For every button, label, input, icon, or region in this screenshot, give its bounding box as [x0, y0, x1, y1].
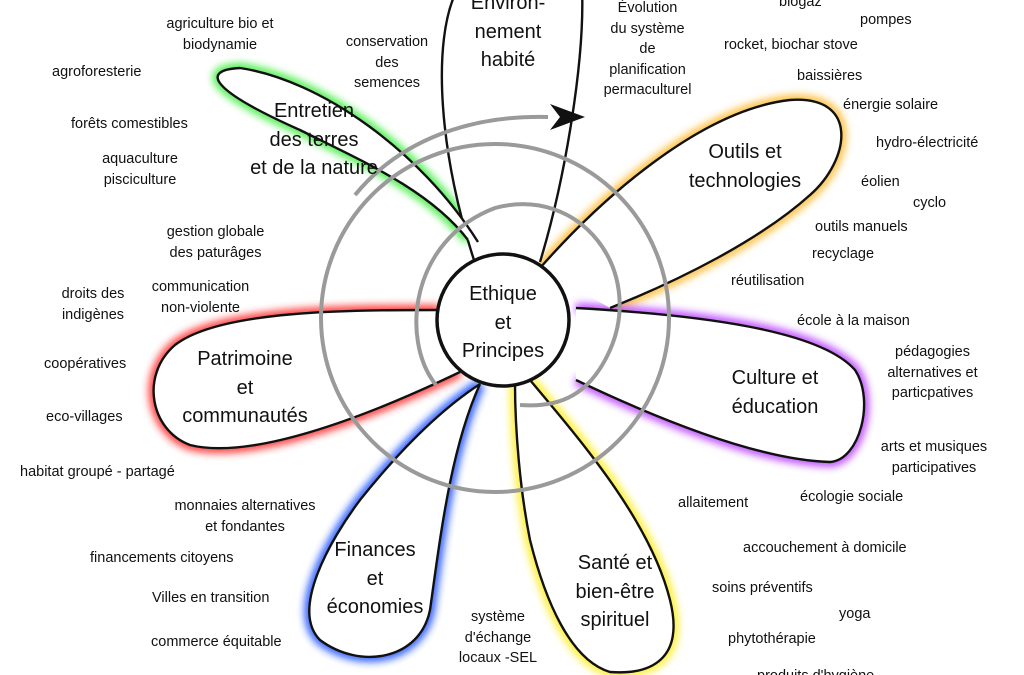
label-communication: communication non-violente	[151, 279, 250, 316]
label-monnaies: monnaies alternatives et fondantes	[174, 498, 316, 535]
label-arts: arts et musiques participatives	[880, 439, 988, 476]
petal-culture	[575, 306, 866, 464]
label-pompes: pompes	[860, 12, 912, 28]
label-yoga: yoga	[839, 606, 871, 622]
petal-title-community: Patrimoine et communautés	[182, 348, 308, 427]
label-hydro: hydro-électricité	[876, 135, 979, 151]
label-financements: financements citoyens	[90, 550, 234, 566]
label-outils-manuels: outils manuels	[815, 219, 908, 235]
label-ecologie-sociale: écologie sociale	[800, 489, 904, 505]
petal-title-tools: Outils et technologies	[688, 141, 802, 192]
label-conservation: conservation des semences	[345, 34, 429, 91]
label-produits: produits d'hygiène	[757, 666, 897, 675]
label-villes: Villes en transition	[152, 590, 270, 606]
petal-title-environment: Environ- nement habité	[470, 0, 546, 71]
label-cyclo: cyclo	[913, 195, 947, 211]
label-agroforesterie: agroforesterie	[52, 64, 142, 80]
petal-title-culture: Culture et éducation	[731, 367, 819, 418]
center-ethics-principles: Ethique et Principes	[461, 283, 545, 362]
outer-ring	[319, 142, 671, 494]
label-ecole: école à la maison	[797, 313, 910, 329]
spiral-lead	[353, 114, 549, 197]
label-aquaculture: aquaculture pisciculture	[102, 151, 178, 188]
label-eolien: éolien	[861, 174, 900, 190]
label-allaitement: allaitement	[678, 495, 749, 511]
label-phytotherapie: phytothérapie	[728, 631, 816, 647]
label-paturages: gestion globale des paturâges	[166, 224, 265, 261]
label-forets: forêts comestibles	[71, 116, 188, 132]
label-soins: soins préventifs	[712, 580, 813, 596]
center-disc	[435, 252, 571, 388]
petal-tools	[539, 98, 843, 310]
petal-title-finance: Finances et économies	[326, 539, 424, 618]
label-baissieres: baissières	[797, 68, 863, 84]
petal-community	[152, 308, 461, 450]
petal-outlines	[152, 0, 866, 674]
label-agriculture-bio: agriculture bio et biodynamie	[166, 16, 274, 53]
petal-environment	[440, 0, 584, 267]
petal-finance	[308, 382, 482, 659]
label-reutilisation: réutilisation	[731, 273, 805, 289]
label-recyclage: recyclage	[812, 246, 875, 262]
label-cooperatives: coopératives	[44, 356, 127, 372]
label-pedagogies: pédagogies alternatives et particpatives	[887, 344, 978, 401]
label-accouchement: accouchement à domicile	[743, 540, 907, 556]
label-habitat: habitat groupé - partagé	[20, 464, 175, 480]
petal-land	[216, 66, 480, 243]
petal-title-health: Santé et bien-être spirituel	[575, 552, 655, 631]
label-commerce: commerce équitable	[151, 634, 282, 650]
label-rocket: rocket, biochar stove	[724, 37, 858, 53]
label-ecovillages: eco-villages	[46, 409, 123, 425]
planning-spiral	[319, 104, 671, 494]
inner-spiral	[414, 202, 622, 408]
label-droits: droits des indigènes	[61, 286, 125, 323]
label-energie-solaire: énergie solaire	[843, 97, 939, 113]
petal-health	[513, 379, 675, 674]
petal-title-land: Entretien des terres et de la nature	[250, 100, 378, 179]
label-biogaz: biogaz	[779, 0, 822, 10]
evolution-arrowhead	[550, 104, 585, 130]
arrow-label-evolution: Évolution du système de planification pe…	[603, 0, 692, 98]
label-sel: système d'échange locaux -SEL	[458, 609, 538, 666]
